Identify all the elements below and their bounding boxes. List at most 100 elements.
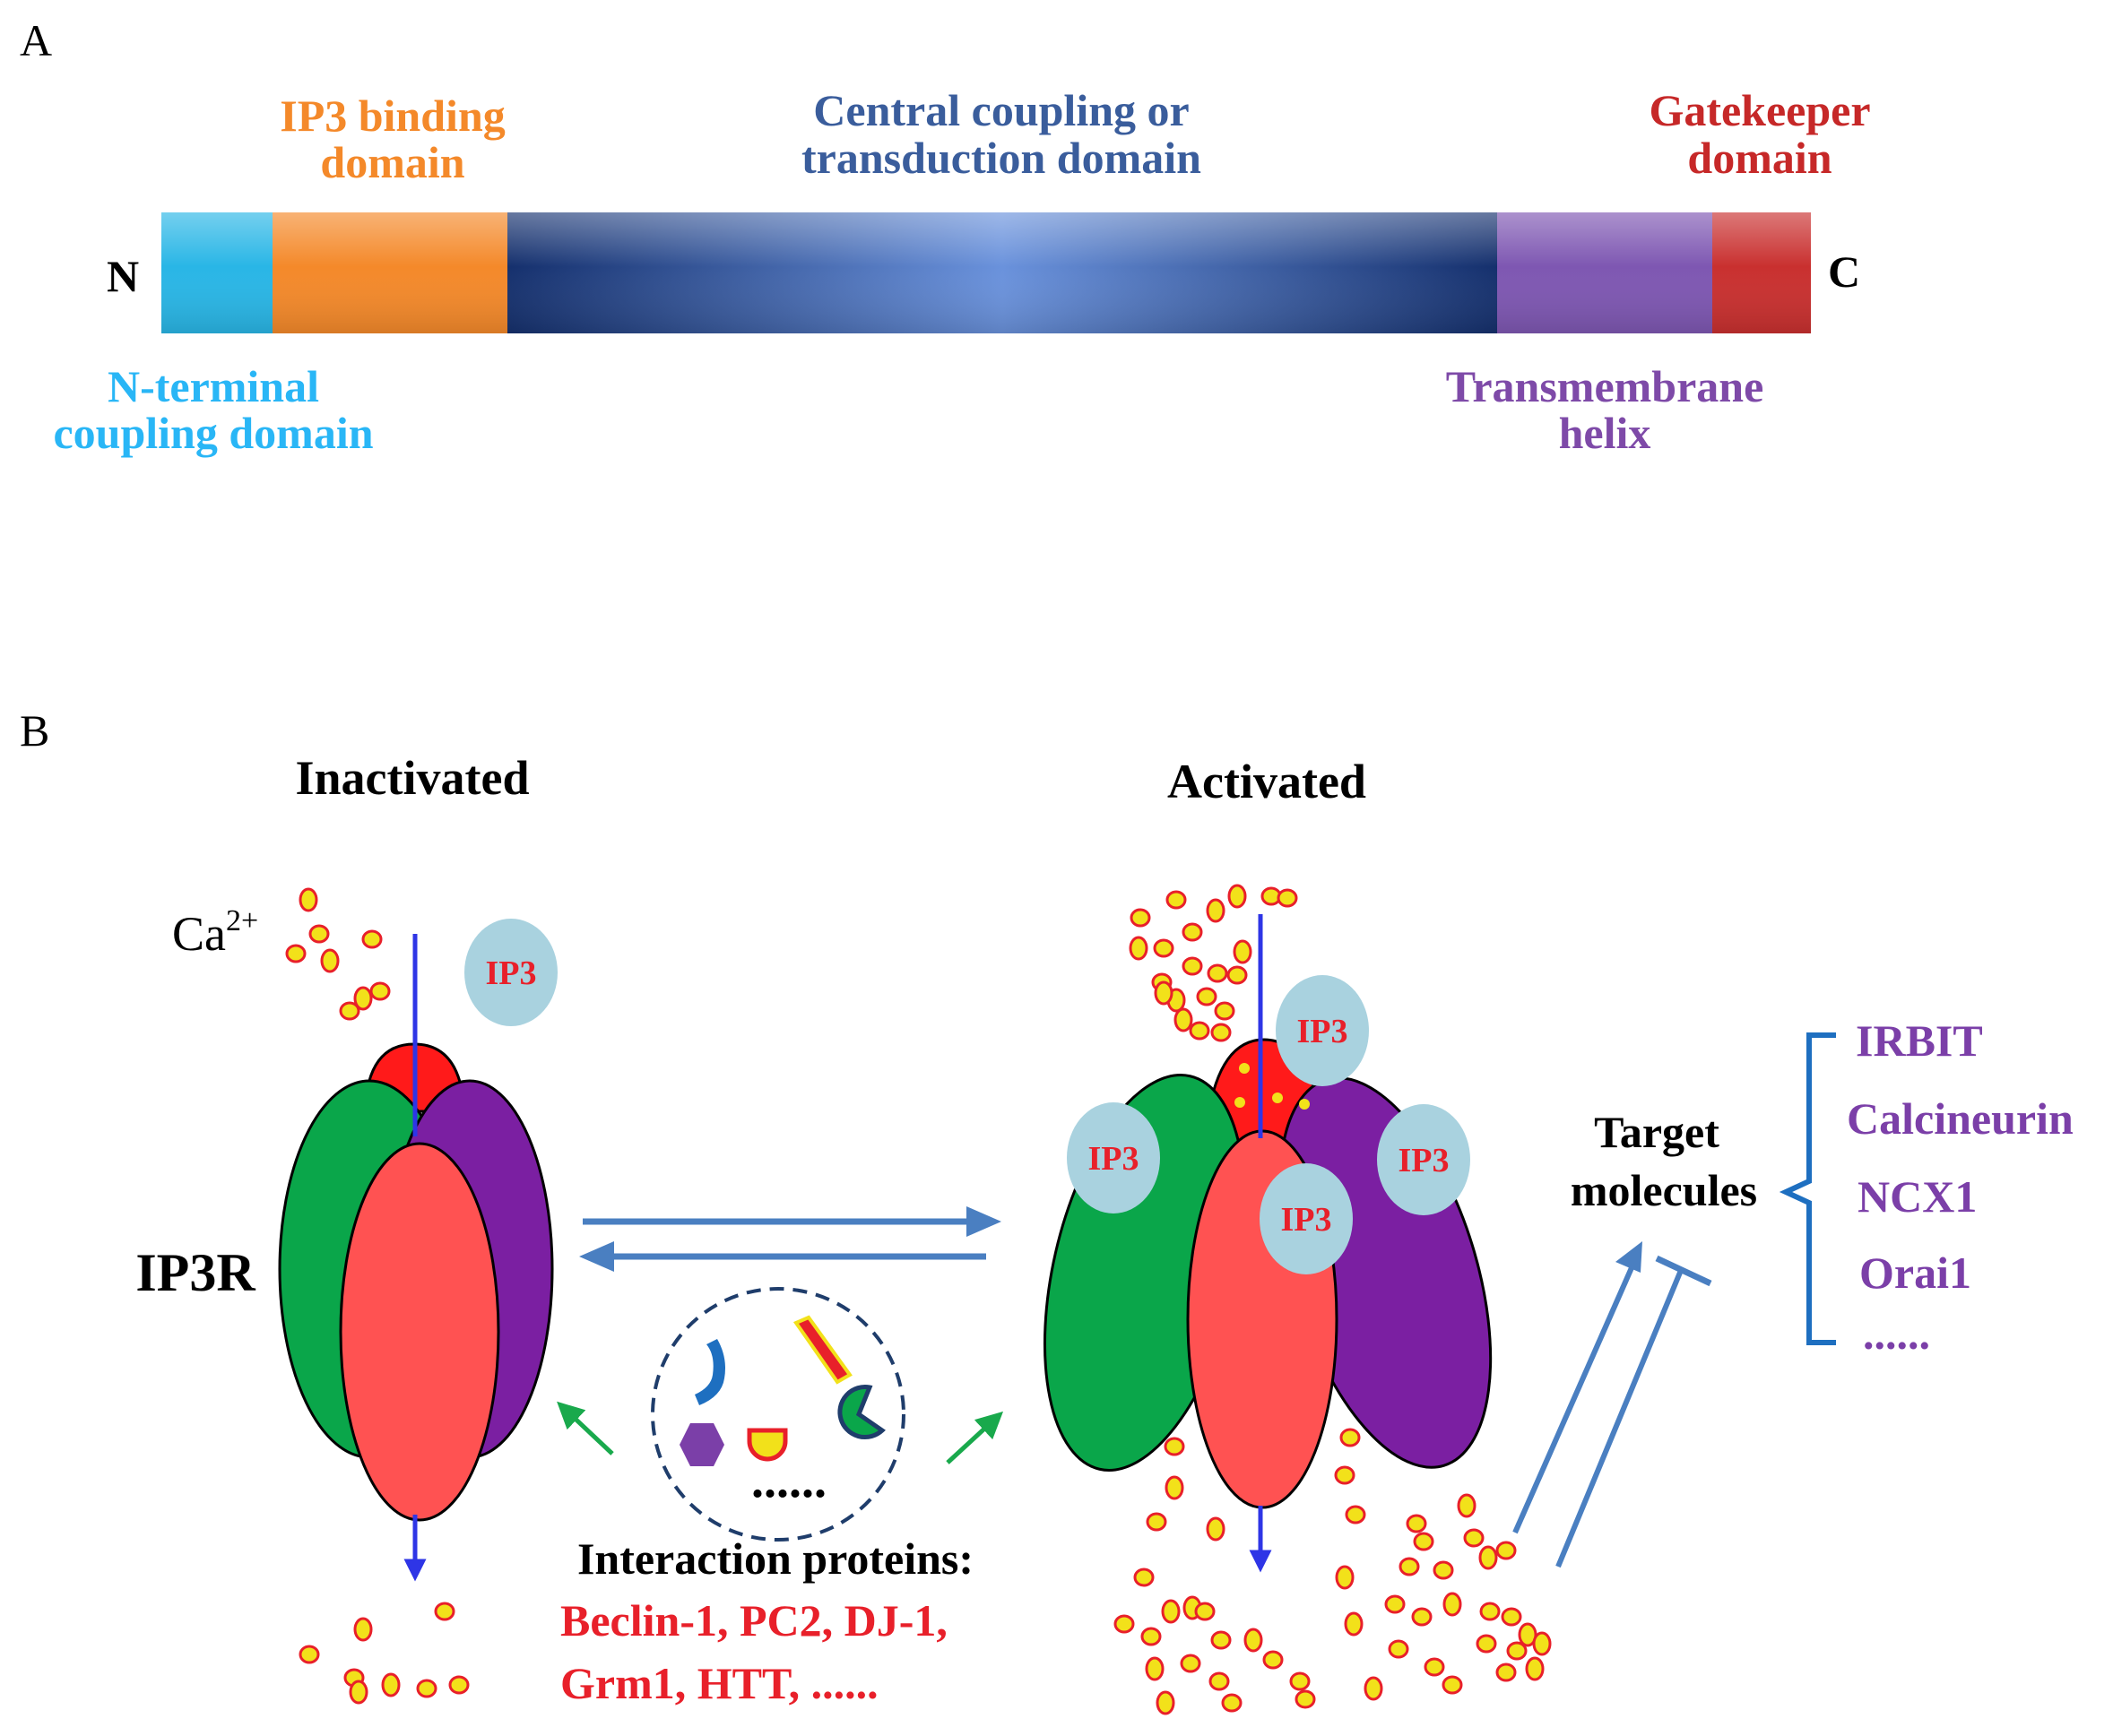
inactivated-title: Inactivated: [296, 751, 530, 805]
active-ip3-bubble-left: IP3: [1067, 1102, 1160, 1213]
calcium-ion: [1206, 1516, 1225, 1542]
calcium-ion: [1506, 1641, 1528, 1661]
hexagon-protein-icon: [680, 1423, 724, 1466]
calcium-ion: [1207, 963, 1228, 983]
green-arrow-right: [946, 1411, 1004, 1464]
calcium-ion: [308, 924, 330, 944]
ip3-bubble-shape: [1377, 1104, 1470, 1215]
interaction-line-1: Beclin-1, PC2, DJ-1,: [560, 1595, 948, 1645]
target-irbit: IRBIT: [1856, 1015, 1983, 1066]
ip3-bubble-label: IP3: [1281, 1201, 1332, 1239]
calcium-ion: [1476, 1634, 1497, 1654]
calcium-ion: [1214, 1001, 1235, 1021]
panel-b: B Inactivated Activated Ca2+ IP3R IP3: [20, 705, 2074, 1715]
calcium-ion: [416, 1679, 437, 1698]
calcium-ion: [1182, 956, 1203, 976]
equilibrium-arrows: [579, 1206, 1001, 1272]
pore-calcium: [1234, 1097, 1245, 1108]
calcium-ion: [1495, 1663, 1517, 1682]
ip3-bubble-label: IP3: [1297, 1013, 1348, 1050]
inactivated-receptor: [278, 934, 554, 1582]
calcium-symbol: Ca: [172, 907, 226, 961]
ellipsis-dots: ......: [751, 1453, 827, 1508]
c-terminus-label: C: [1828, 246, 1860, 297]
n-terminal-label-2: coupling domain: [53, 408, 373, 458]
calcium-ion: [353, 1617, 373, 1642]
calcium-ion: [1210, 1630, 1232, 1650]
calcium-ion: [361, 929, 383, 949]
calcium-ion: [1196, 987, 1217, 1006]
calcium-ion: [1180, 1654, 1201, 1673]
gatekeeper-label-2: domain: [1687, 133, 1832, 183]
calcium-ion: [1424, 1657, 1445, 1677]
calcium-ion: [1233, 939, 1252, 964]
ip3-bubble-shape: [464, 919, 558, 1026]
calcium-ion: [1206, 898, 1225, 923]
active-ip3-bubble-top: IP3: [1276, 975, 1369, 1086]
dashed-circle: [651, 1287, 905, 1542]
active-ip3-bubble-center: IP3: [1260, 1163, 1353, 1274]
calcium-ion: [1384, 1594, 1406, 1614]
calcium-ion: [1146, 1512, 1167, 1532]
calcium-ion: [339, 1001, 360, 1021]
bar-sheen: [161, 212, 1811, 333]
calcium-ion: [1194, 1602, 1216, 1621]
target-bracket: [1779, 1032, 1836, 1345]
calcium-ion: [1442, 1675, 1463, 1695]
calcium-ion: [1210, 1023, 1232, 1042]
calcium-ion: [1227, 884, 1247, 909]
transmembrane-label-1: Transmembrane: [1446, 361, 1764, 411]
calcium-ion: [1208, 1671, 1230, 1691]
calcium-ion: [1133, 1568, 1155, 1587]
inhibition-line: [1555, 1266, 1684, 1568]
calcium-ion: [320, 948, 340, 973]
activation-arrow-line: [1512, 1262, 1636, 1534]
ip3-binding-label-1: IP3 binding: [280, 91, 506, 141]
central-coupling-label-1: Central coupling or: [813, 85, 1189, 135]
calcium-ion: [1413, 1532, 1434, 1551]
n-terminal-label-1: N-terminal: [108, 361, 319, 411]
panel-a-letter: A: [20, 15, 52, 65]
calcium-ion: [448, 1675, 470, 1695]
calcium-label: Ca2+: [172, 904, 258, 961]
calcium-ion: [1161, 1599, 1181, 1624]
active-ip3-bubble-right: IP3: [1377, 1104, 1470, 1215]
calcium-ion: [1335, 1565, 1355, 1590]
domain-bar: [161, 212, 1811, 333]
calcium-ion: [1406, 1514, 1427, 1533]
calcium-ion: [349, 1680, 368, 1705]
ip3-bubble-label: IP3: [486, 954, 537, 992]
calcium-ion: [1388, 1639, 1409, 1659]
gatekeeper-label-1: Gatekeeper: [1649, 85, 1870, 135]
calcium-ion: [1221, 1693, 1243, 1713]
ip3-bubble-label: IP3: [1088, 1140, 1139, 1178]
rod-protein-icon: [792, 1315, 853, 1385]
calcium-ion: [1334, 1465, 1355, 1485]
calcium-ion: [1164, 1437, 1185, 1456]
calcium-ion: [1478, 1545, 1498, 1570]
calcium-ion: [1457, 1493, 1477, 1518]
pacman-protein-icon: [837, 1385, 886, 1440]
target-orai1: Orai1: [1859, 1248, 1971, 1298]
calcium-ion: [434, 1602, 455, 1621]
panel-b-letter: B: [20, 705, 49, 756]
calcium-ion: [1289, 1671, 1311, 1691]
target-ncx1: NCX1: [1858, 1171, 1977, 1222]
calcium-ion: [1173, 1007, 1193, 1032]
calcium-ion: [1156, 1690, 1175, 1715]
calcium-ion: [1226, 965, 1248, 985]
inactive-ip3-bubble: IP3: [464, 919, 558, 1026]
calcium-ion: [1262, 1650, 1284, 1670]
interaction-line-2: Grm1, HTT, ......: [560, 1658, 879, 1708]
calcium-ion: [1339, 1428, 1361, 1447]
activated-title: Activated: [1167, 755, 1366, 808]
calcium-ion: [1295, 1689, 1316, 1709]
ip3-bubble-label: IP3: [1399, 1142, 1450, 1179]
calcium-ion: [1463, 1528, 1485, 1548]
target-calcineurin: Calcineurin: [1847, 1093, 2074, 1144]
activation-arrow-head: [1615, 1241, 1642, 1273]
calcium-ion: [1182, 922, 1203, 942]
cup-protein-icon: [747, 1428, 788, 1462]
